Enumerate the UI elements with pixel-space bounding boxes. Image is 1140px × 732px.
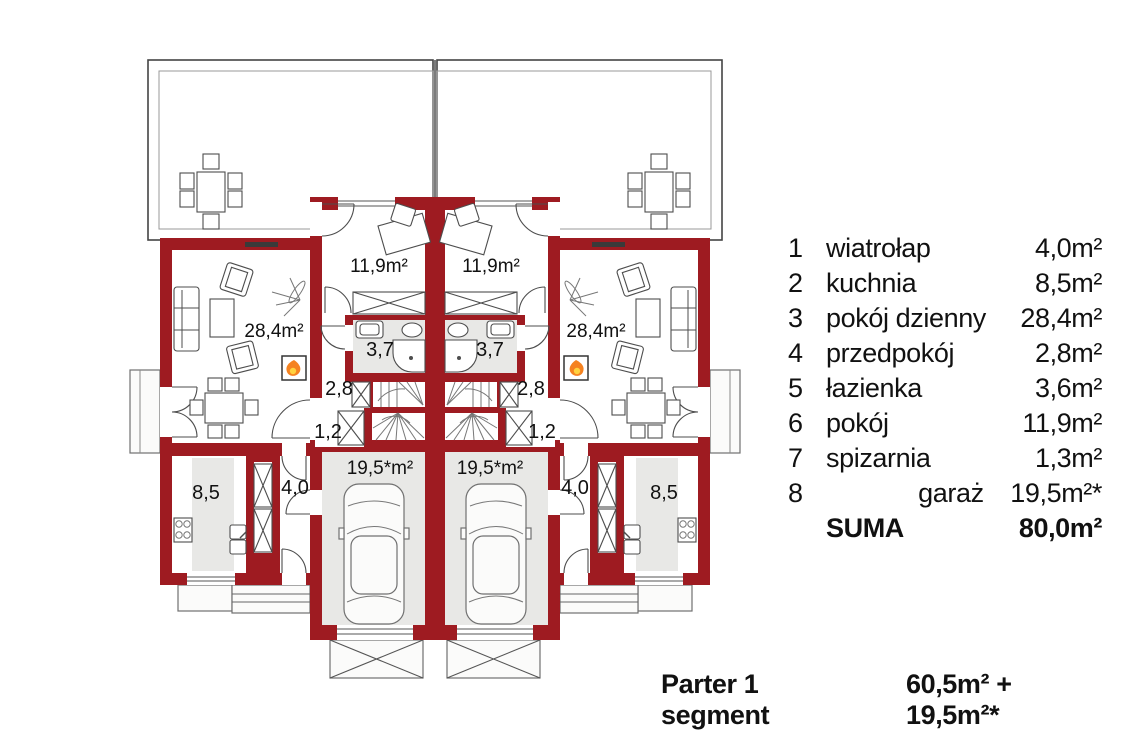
caption-areas: 60,5m² + 19,5m²* <box>905 669 1012 730</box>
legend-area: 19,5m²* <box>1010 478 1102 508</box>
legend-no: 4 <box>788 338 803 368</box>
legend-row: 8 garaż 19,5m²* <box>788 476 1102 511</box>
legend-name: kuchnia <box>826 268 917 298</box>
legend-area: 11,9m² <box>1022 408 1102 438</box>
legend-name: spizarnia <box>826 443 931 473</box>
legend-total-label: SUMA <box>826 513 904 543</box>
legend-row: 2 kuchnia 8,5m² <box>788 266 1102 301</box>
label-kitchen-left: 8,5 <box>192 482 220 504</box>
legend-name: wiatrołap <box>826 233 931 263</box>
legend-area: 2,8m² <box>1034 338 1102 368</box>
legend-no: 8 <box>788 478 803 508</box>
label-closet-right: 1,2 <box>528 421 556 443</box>
label-bath-right: 3,7 <box>476 339 504 361</box>
house-segment-right <box>434 59 741 679</box>
house-segment-left <box>129 59 436 679</box>
label-closet-left: 1,2 <box>314 421 342 443</box>
plan-caption: Parter 1 segment 60,5m² + 19,5m²* <box>661 669 1101 731</box>
label-living-right: 28,4m² <box>566 321 625 342</box>
caption-title: Parter 1 segment <box>661 669 770 730</box>
room-legend: 1 wiatrołap 4,0m² 2 kuchnia 8,5m² 3 pokó… <box>788 231 1102 546</box>
label-garage-left: 19,5*m² <box>347 458 414 479</box>
legend-name: pokój <box>826 408 889 438</box>
caption-gap <box>862 669 906 731</box>
legend-area: 1,3m² <box>1034 443 1102 473</box>
legend-row: 6 pokój 11,9m² <box>788 406 1102 441</box>
legend-no: 5 <box>788 373 803 403</box>
legend-total-row: SUMA 80,0m² <box>788 511 1102 546</box>
legend-no: 2 <box>788 268 803 298</box>
legend-area: 28,4m² <box>1020 303 1102 333</box>
legend-row: 5 łazienka 3,6m² <box>788 371 1102 406</box>
label-living-left: 28,4m² <box>244 321 303 342</box>
legend-name: pokój dzienny <box>826 303 986 333</box>
label-room-left: 11,9m² <box>350 256 408 277</box>
label-hall-right: 2,8 <box>517 378 545 400</box>
legend-area: 4,0m² <box>1034 233 1102 263</box>
legend-name: przedpokój <box>826 338 955 368</box>
label-hall-left: 2,8 <box>325 378 353 400</box>
legend-total-area: 80,0m² <box>1018 513 1103 543</box>
label-garage-right: 19,5*m² <box>457 458 524 479</box>
legend-area: 3,6m² <box>1034 373 1102 403</box>
label-vestibule-right: 4,0 <box>561 477 589 499</box>
room-labels: 28,4m² 28,4m² 11,9m² 11,9m² 3,7 3,7 2,8 … <box>192 256 678 504</box>
label-bath-left: 3,7 <box>366 339 394 361</box>
label-kitchen-right: 8,5 <box>650 482 678 504</box>
legend-no: 3 <box>788 303 803 333</box>
legend-area: 8,5m² <box>1034 268 1102 298</box>
label-vestibule-left: 4,0 <box>281 477 309 499</box>
legend-row: 3 pokój dzienny 28,4m² <box>788 301 1102 336</box>
legend-no: 1 <box>788 233 803 263</box>
legend-name: garaż <box>918 478 984 508</box>
label-room-right: 11,9m² <box>462 256 520 277</box>
legend-row: 4 przedpokój 2,8m² <box>788 336 1102 371</box>
legend-name: łazienka <box>826 373 922 403</box>
legend-row: 7 spizarnia 1,3m² <box>788 441 1102 476</box>
legend-row: 1 wiatrołap 4,0m² <box>788 231 1102 266</box>
legend-no: 7 <box>788 443 803 473</box>
legend-no: 6 <box>788 408 803 438</box>
